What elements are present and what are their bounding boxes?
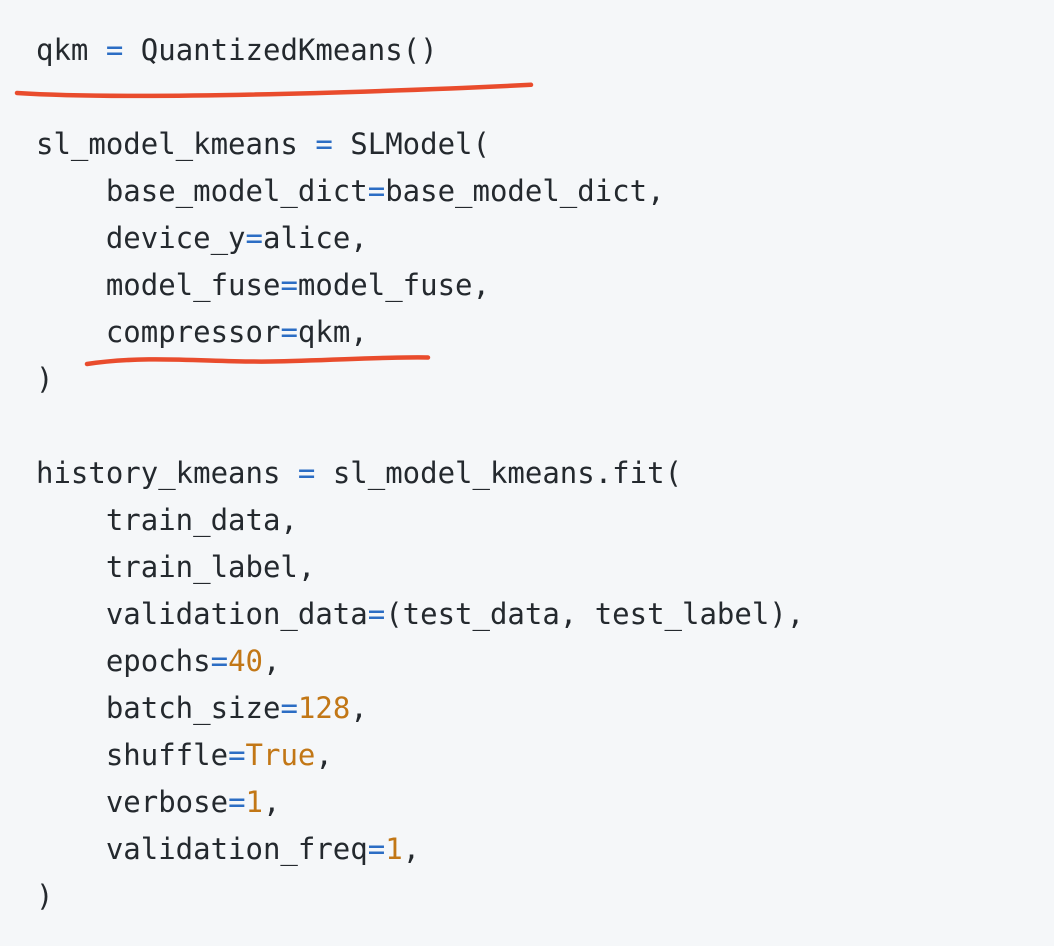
code-token-plain: base_model_dict — [36, 174, 368, 208]
code-token-plain: QuantizedKmeans() — [123, 33, 438, 67]
code-line: device_y=alice, — [36, 215, 1034, 262]
code-token-plain: validation_freq — [36, 832, 368, 866]
code-token-plain: , — [402, 832, 421, 866]
code-token-num: 1 — [385, 832, 403, 866]
code-token-num: 1 — [245, 785, 263, 819]
code-line: base_model_dict=base_model_dict, — [36, 168, 1034, 215]
code-token-op: = — [105, 33, 124, 67]
code-token-op: = — [210, 644, 229, 678]
code-token-plain: validation_data — [36, 597, 368, 631]
code-line: epochs=40, — [36, 638, 1034, 685]
code-token-plain: shuffle — [36, 738, 229, 772]
code-token-num: 40 — [228, 644, 263, 678]
code-token-plain: train_label, — [36, 550, 316, 584]
code-token-plain: epochs — [36, 644, 211, 678]
code-token-plain: , — [263, 785, 281, 819]
code-token-plain: history_kmeans — [36, 456, 298, 490]
code-line: history_kmeans = sl_model_kmeans.fit( — [36, 450, 1034, 497]
code-line: verbose=1, — [36, 779, 1034, 826]
code-line: validation_freq=1, — [36, 826, 1034, 873]
code-line: qkm = QuantizedKmeans() — [36, 27, 1034, 74]
code-token-plain: batch_size — [36, 691, 281, 725]
code-token-op: = — [315, 127, 333, 161]
code-token-op: = — [245, 221, 263, 255]
code-token-plain: verbose — [36, 785, 229, 819]
code-token-op: = — [228, 738, 246, 772]
code-token-plain: , — [350, 691, 368, 725]
code-token-plain: , — [263, 644, 281, 678]
code-token-plain: ) — [36, 879, 54, 913]
code-token-op: = — [228, 785, 246, 819]
code-token-plain: alice, — [262, 221, 368, 255]
code-token-plain: train_data, — [36, 503, 298, 537]
code-line: compressor=qkm, — [36, 309, 1034, 356]
code-token-op: = — [280, 691, 298, 725]
code-line: train_label, — [36, 544, 1034, 591]
code-token-op: = — [280, 268, 298, 302]
code-token-num: 128 — [297, 691, 351, 725]
code-line: train_data, — [36, 497, 1034, 544]
code-token-plain: sl_model_kmeans.fit( — [315, 456, 683, 490]
code-token-plain: ) — [36, 362, 54, 396]
code-token-plain: model_fuse, — [297, 268, 490, 302]
code-token-kw: True — [245, 738, 316, 772]
code-line — [36, 403, 1034, 450]
code-token-plain: SLModel( — [332, 127, 490, 161]
code-line: validation_data=(test_data, test_label), — [36, 591, 1034, 638]
code-line: ) — [36, 356, 1034, 403]
code-token-plain: model_fuse — [36, 268, 281, 302]
code-token-op: = — [367, 174, 386, 208]
code-token-plain: qkm, — [297, 315, 368, 349]
code-token-plain: qkm — [36, 33, 106, 67]
code-token-op: = — [367, 832, 386, 866]
code-token-op: = — [280, 315, 298, 349]
code-line: batch_size=128, — [36, 685, 1034, 732]
code-token-plain: (test_data, test_label), — [385, 597, 805, 631]
code-token-plain: sl_model_kmeans — [36, 127, 316, 161]
code-token-plain: compressor — [36, 315, 281, 349]
code-line: model_fuse=model_fuse, — [36, 262, 1034, 309]
code-line: sl_model_kmeans = SLModel( — [36, 121, 1034, 168]
code-token-plain: base_model_dict, — [385, 174, 665, 208]
code-line — [36, 74, 1034, 121]
code-token-op: = — [297, 456, 316, 490]
code-line: shuffle=True, — [36, 732, 1034, 779]
code-line: ) — [36, 873, 1034, 920]
code-token-op: = — [367, 597, 386, 631]
code-token-plain: , — [315, 738, 333, 772]
code-token-plain: device_y — [36, 221, 246, 255]
